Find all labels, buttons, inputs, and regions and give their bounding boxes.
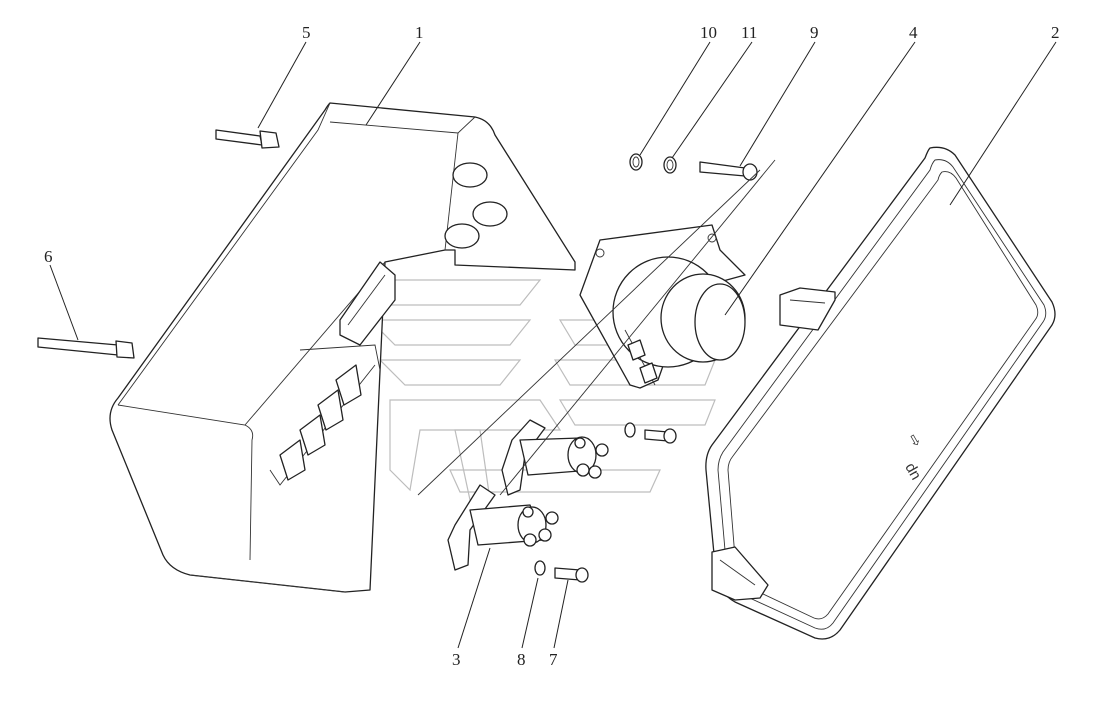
part-3-solenoid-upper: [501, 419, 609, 496]
part-11-washer: [663, 156, 677, 174]
part-8-washer: [534, 560, 546, 576]
callout-4: 4: [909, 23, 918, 42]
part-10-washer: [629, 153, 643, 171]
callout-9: 9: [810, 23, 819, 42]
callout-8: 8: [517, 650, 526, 669]
callout-3: 3: [452, 650, 461, 669]
spare-screw: [624, 422, 677, 444]
cover-marking-text: up: [900, 461, 923, 484]
callout-11: 11: [741, 23, 757, 42]
callout-2: 2: [1051, 23, 1060, 42]
part-3-solenoid-lower: [447, 484, 559, 571]
callout-labels: 1 2 3 4 5 6 7 8 9 10 11: [44, 23, 1060, 669]
part-4-relay: [579, 224, 746, 389]
callout-6: 6: [44, 247, 53, 266]
callout-7: 7: [549, 650, 558, 669]
part-5-bolt: [215, 129, 280, 149]
part-6-bolt: [37, 337, 135, 359]
callout-10: 10: [700, 23, 717, 42]
leader-lines: [49, 41, 1057, 649]
part-7-screw: [554, 567, 589, 583]
part-9-screw: [699, 161, 758, 181]
part-2-cover: ⇩ up: [705, 146, 1056, 640]
callout-1: 1: [415, 23, 424, 42]
terminal-strip: [279, 364, 362, 481]
part-1-housing: [109, 102, 576, 593]
assembly-lines: [417, 159, 776, 496]
callout-5: 5: [302, 23, 311, 42]
